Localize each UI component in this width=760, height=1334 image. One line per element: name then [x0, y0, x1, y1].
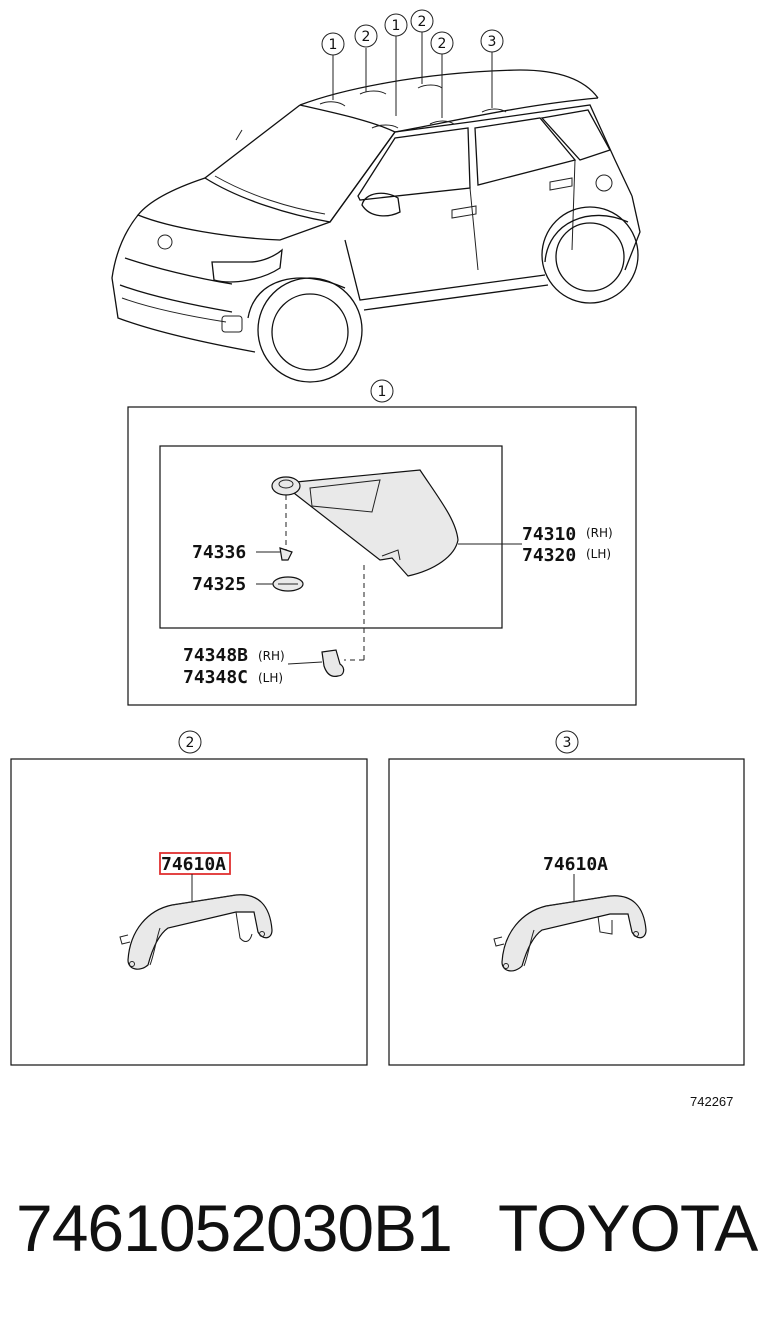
svg-text:2: 2: [362, 29, 371, 45]
part-label-74348C: 74348C: [183, 667, 248, 688]
section-3-frame: [388, 758, 745, 1066]
part-number: 7461052030B1: [16, 1191, 453, 1265]
svg-text:2: 2: [186, 735, 195, 751]
callout-1-car-b: 1: [384, 13, 408, 37]
section-3-assist-grip: 3 74610A: [388, 730, 745, 1066]
assist-grip-icon: [127, 894, 273, 970]
callout-2-car-c: 2: [430, 31, 454, 55]
section-2-callout: 2: [178, 730, 202, 754]
part-label-74348C-side: (LH): [258, 671, 283, 685]
part-highlight-box: [159, 852, 231, 875]
svg-text:2: 2: [438, 36, 447, 52]
brand-name: TOYOTA: [498, 1191, 758, 1265]
part-label-74348B: 74348B: [183, 645, 248, 666]
section-2-assist-grip: 2 74610A: [10, 730, 368, 1066]
diagram-code: 742267: [690, 1094, 734, 1109]
part-label-74310: 74310: [522, 524, 576, 545]
svg-text:1: 1: [378, 384, 387, 400]
part-label-74348B-side: (RH): [258, 649, 285, 663]
callout-2-car-a: 2: [354, 24, 378, 48]
section-1-inner-frame: [159, 445, 503, 629]
part-label-74610A-section-3: 74610A: [543, 854, 608, 875]
svg-text:1: 1: [392, 18, 401, 34]
callout-2-car-b: 2: [410, 9, 434, 33]
section-3-callout: 3: [555, 730, 579, 754]
svg-text:2: 2: [418, 14, 427, 30]
holder-clip-icon: [321, 649, 345, 677]
section-1-callout: 1: [370, 379, 394, 403]
part-label-74610A-section-2: 74610A: [161, 854, 226, 875]
sun-visor-icon: [289, 469, 459, 577]
callout-3-car: 3: [480, 29, 504, 53]
svg-text:1: 1: [329, 37, 338, 53]
assist-grip-with-bracket-icon: [501, 895, 647, 972]
part-label-74325: 74325: [192, 574, 246, 595]
part-label-74336: 74336: [192, 542, 246, 563]
part-label-74310-side: (RH): [586, 526, 613, 540]
screw-icon: [279, 547, 293, 561]
part-label-74320-side: (LH): [586, 547, 611, 561]
svg-text:3: 3: [488, 34, 497, 50]
part-label-74320: 74320: [522, 545, 576, 566]
callout-1-car-a: 1: [321, 32, 345, 56]
section-1-outer-frame: [127, 406, 637, 706]
car-illustration: 1 2 1 2 2 3: [111, 9, 641, 383]
section-1-sun-visor: 1 74310 (RH) 74320 (LH) 74336 74325: [127, 379, 637, 706]
svg-text:3: 3: [563, 735, 572, 751]
section-2-frame: [10, 758, 368, 1066]
